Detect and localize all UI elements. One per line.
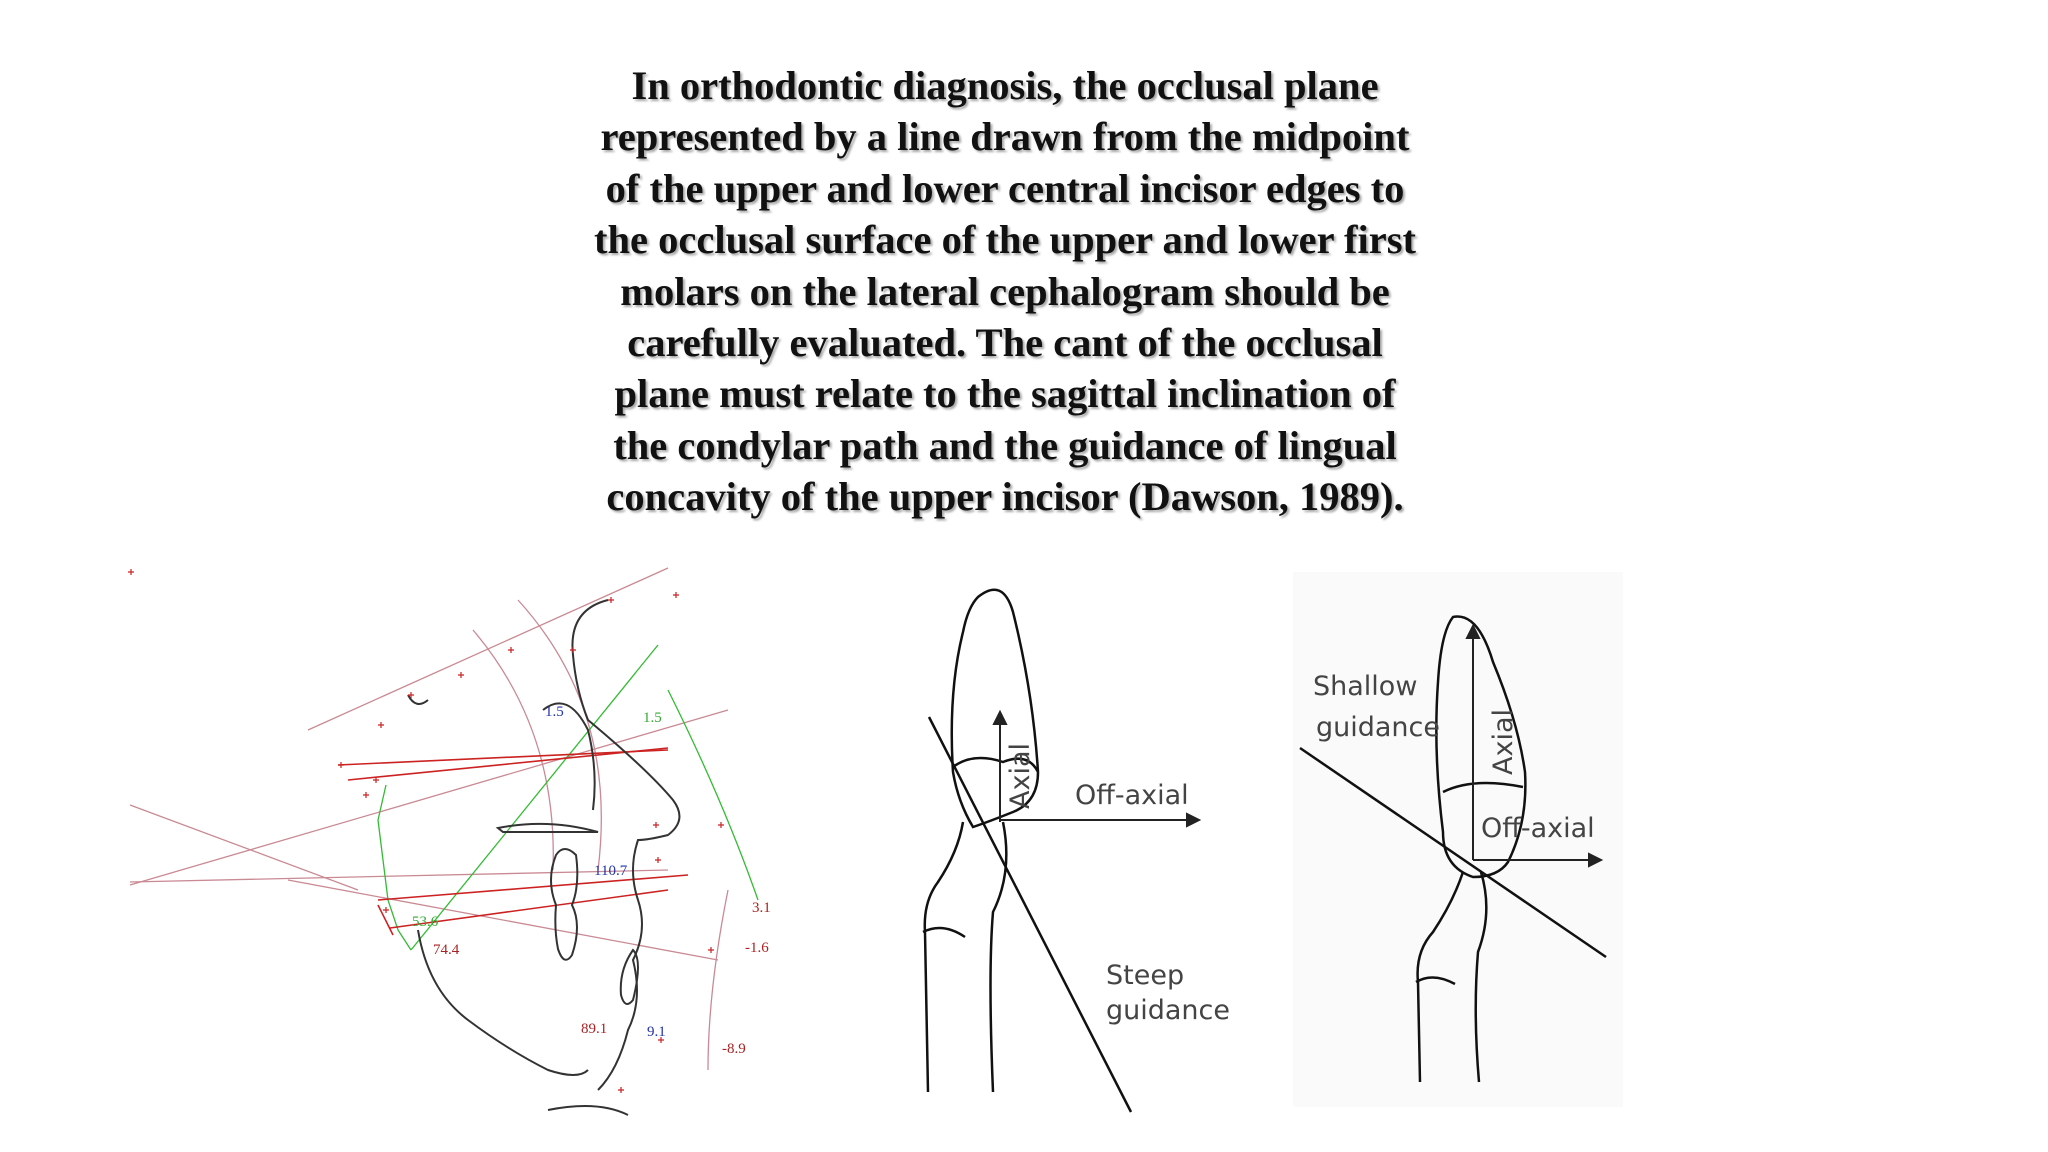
ceph-label: 110.7: [594, 863, 628, 879]
ceph-label: -8.9: [722, 1041, 746, 1057]
paragraph-line: concavity of the upper incisor (Dawson, …: [606, 474, 1404, 520]
ceph-label: 89.1: [581, 1021, 607, 1037]
cephalometric-tracing: 1.5 1.5 110.7 53.6 74.4 3.1 -1.6 89.1 9.…: [128, 567, 784, 1150]
paragraph-line: the condylar path and the guidance of li…: [613, 422, 1397, 468]
shallow-guidance-figure: Axial Off-axial Shallow guidance: [1293, 572, 1623, 1107]
cephalometric-tracing-drawing: 1.5 1.5 110.7 53.6 74.4 3.1 -1.6 89.1 9.…: [128, 567, 771, 1116]
guidance-label-line1: Steep: [1106, 960, 1184, 991]
ceph-label: 3.1: [752, 900, 771, 916]
ceph-label: 53.6: [412, 914, 439, 930]
ceph-label: 1.5: [643, 710, 662, 726]
guidance-label-line2: guidance: [1316, 712, 1440, 743]
ceph-label: 74.4: [433, 942, 460, 958]
paragraph-line: In orthodontic diagnosis, the occlusal p…: [631, 63, 1379, 108]
ceph-label: 9.1: [647, 1024, 666, 1040]
steep-guidance-drawing: Axial Off-axial Steep guidance: [922, 588, 1230, 1113]
shallow-guidance-drawing: Axial Off-axial Shallow guidance: [1299, 615, 1607, 1083]
paragraph-line: carefully evaluated. The cant of the occ…: [627, 320, 1383, 366]
paragraph-line: the occlusal surface of the upper and lo…: [594, 217, 1416, 263]
paragraph-line: plane must relate to the sagittal inclin…: [614, 371, 1396, 417]
ceph-label: 1.5: [545, 704, 564, 720]
paragraph-line: of the upper and lower central incisor e…: [605, 165, 1405, 211]
slide-paragraph: In orthodontic diagnosis, the occlusal p…: [520, 60, 1490, 523]
off-axial-label: Off-axial: [1481, 813, 1595, 844]
ceph-label: -1.6: [745, 940, 769, 956]
axial-label: Axial: [1488, 709, 1519, 775]
paragraph-line: represented by a line drawn from the mid…: [600, 114, 1410, 160]
paragraph-line: molars on the lateral cephalogram should…: [620, 268, 1390, 314]
steep-guidance-figure: Axial Off-axial Steep guidance: [893, 572, 1293, 1113]
off-axial-label: Off-axial: [1075, 780, 1189, 811]
axial-label: Axial: [1005, 743, 1036, 809]
guidance-label-line1: Shallow: [1313, 671, 1417, 702]
guidance-label-line2: guidance: [1106, 995, 1230, 1026]
